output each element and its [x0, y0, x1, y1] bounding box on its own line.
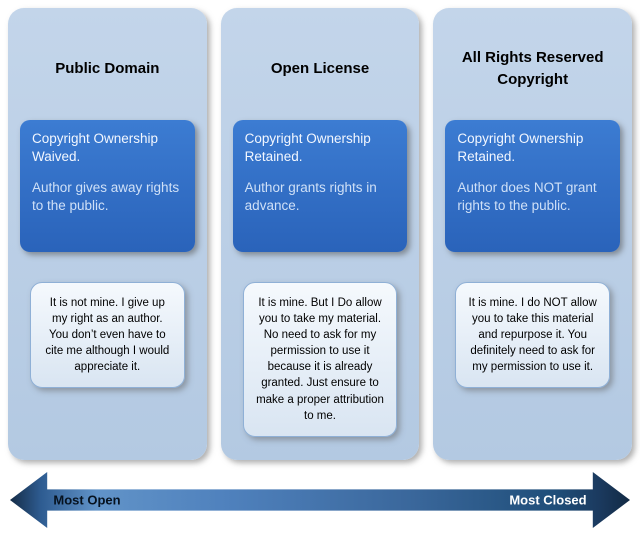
ownership-status-text: Copyright Ownership Retained.	[457, 131, 584, 164]
license-columns: Public Domain Copyright Ownership Waived…	[8, 8, 633, 460]
author-note-text: It is not mine. I give up my right as an…	[45, 297, 170, 374]
author-note-bubble: It is mine. I do NOT allow you to take t…	[455, 282, 611, 389]
author-note-text: It is mine. But I Do allow you to take m…	[256, 297, 384, 422]
ownership-status-text: Copyright Ownership Waived.	[32, 131, 159, 164]
ownership-box: Copyright Ownership Retained. Author doe…	[445, 120, 621, 252]
ownership-status-text: Copyright Ownership Retained.	[244, 131, 371, 164]
column-title: All Rights Reserved Copyright	[461, 49, 604, 88]
ownership-detail-text: Author grants rights in advance.	[244, 180, 377, 213]
ownership-box: Copyright Ownership Waived. Author gives…	[20, 120, 195, 252]
column-public-domain: Public Domain Copyright Ownership Waived…	[8, 8, 207, 460]
column-title: Open License	[270, 60, 370, 78]
openness-spectrum-arrow: Most Open Most Closed	[10, 472, 630, 528]
ownership-detail-text: Author gives away rights to the public.	[32, 180, 180, 213]
column-title: Public Domain	[55, 60, 160, 78]
ownership-detail-text: Author does NOT grant rights to the publ…	[457, 180, 597, 213]
ownership-box: Copyright Ownership Retained. Author gra…	[232, 120, 408, 252]
column-all-rights-reserved: All Rights Reserved Copyright Copyright …	[433, 8, 633, 460]
author-note-text: It is mine. I do NOT allow you to take t…	[468, 297, 597, 374]
author-note-bubble: It is mine. But I Do allow you to take m…	[242, 282, 398, 437]
most-closed-label: Most Closed	[509, 492, 587, 508]
column-open-license: Open License Copyright Ownership Retaine…	[220, 8, 420, 460]
most-open-label: Most Open	[53, 492, 121, 508]
author-note-bubble: It is not mine. I give up my right as an…	[30, 282, 185, 389]
